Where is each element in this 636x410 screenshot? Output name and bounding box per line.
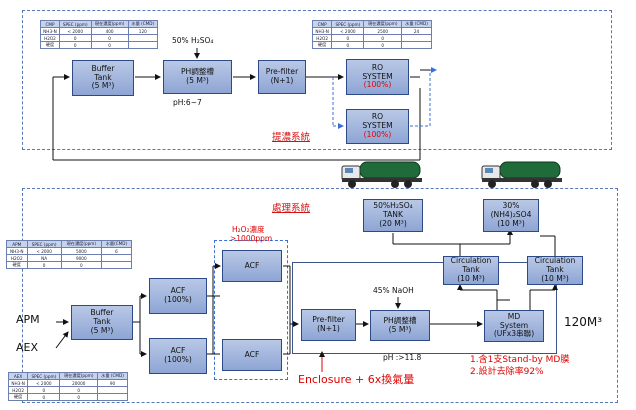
apm-label: APM [16,313,40,326]
tanker-truck-left-icon [341,161,422,188]
treatment-system-region [22,188,618,403]
aex-label: AEX [16,341,39,354]
acf-unit-4: ACF [222,339,282,371]
top-h2so4-label: 50% H₂SO₄ [172,36,214,45]
design-note-1: 1.含1支Stand-by MD膜 [470,355,570,365]
enclosure-region [292,262,557,354]
ph-value-label: pH :>11.8 [383,353,422,362]
acf-unit-2: ACF(100%) [149,338,207,374]
design-note-2: 2.設計去除率92% [470,367,544,377]
treatment-system-title: 處理系統 [272,203,311,214]
h2o2-concentration-label: H₂O₂濃度 [232,225,265,234]
top-prefilter: Pre-filter(N+1) [258,60,306,94]
naoh-label: 45% NaOH [373,286,414,295]
top-ph-range: pH:6~7 [173,98,202,107]
h2o2-threshold-label: >1000ppm [230,234,273,243]
bottom-prefilter: Pre-filter(N+1) [301,309,356,341]
concentration-system-region [22,10,612,150]
tanker-truck-right-icon [481,161,562,188]
system-capacity-label: 120M³ [564,315,603,329]
acf-h2o2-region [214,240,288,380]
acf-unit-3: ACF [222,250,282,282]
ammonium-sulfate-tank: 30%(NH4)₂SO4(10 M³) [483,199,539,232]
bottom-ph-adjust-tank: PH調整槽(5 M³) [370,310,430,341]
top-ph-adjust-tank: PH調整槽(5 M³) [163,60,232,94]
enclosure-label: Enclosure + 6x換氣量 [298,373,415,386]
acf-unit-1: ACF(100%) [149,278,207,314]
concentration-system-title: 提濃系統 [272,132,311,143]
